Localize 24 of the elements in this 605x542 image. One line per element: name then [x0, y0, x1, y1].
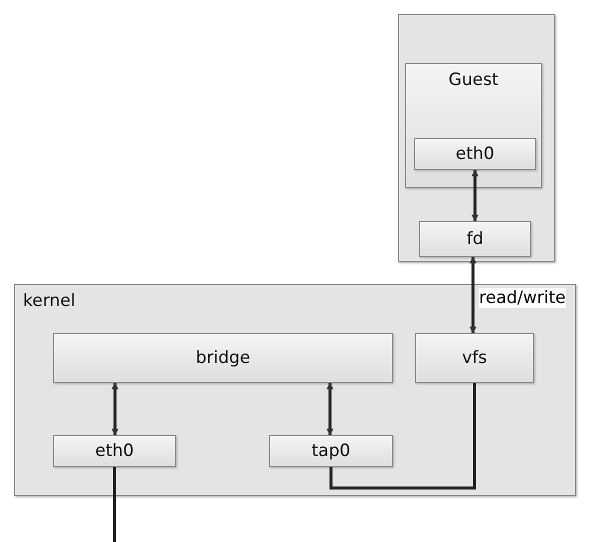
node-label: Guest	[448, 70, 500, 90]
edge-label: read/write	[479, 288, 566, 308]
double-arrow	[470, 256, 476, 334]
interface-box	[414, 138, 536, 170]
bridge-box	[53, 333, 393, 383]
double-arrow	[472, 169, 478, 222]
node-label: tap0	[310, 441, 352, 461]
container-box	[398, 14, 555, 262]
node-label: eth0	[454, 144, 496, 164]
connector-line	[330, 383, 476, 490]
node-label: kernel	[23, 291, 76, 311]
vfs-box	[415, 333, 534, 383]
double-arrow	[112, 382, 118, 436]
connector-line	[113, 467, 116, 542]
kernel-box	[14, 284, 576, 496]
node-label: bridge	[194, 348, 252, 368]
interface-box	[269, 435, 393, 467]
node-label: vfs	[461, 348, 488, 368]
fd-box	[419, 221, 531, 257]
node-label: fd	[466, 229, 484, 249]
guest-box	[405, 63, 542, 188]
double-arrow	[326, 382, 334, 436]
node-label: eth0	[94, 441, 135, 461]
interface-box	[53, 435, 176, 467]
